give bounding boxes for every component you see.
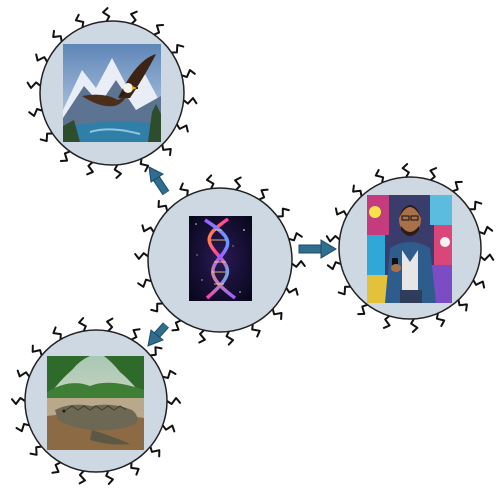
flagellum <box>225 330 235 346</box>
person-image <box>367 195 452 303</box>
flagellum <box>130 328 141 341</box>
flagellum <box>251 323 261 338</box>
flagellum <box>234 176 242 191</box>
flagellum <box>86 161 94 176</box>
flagellum <box>149 445 161 458</box>
arrow-dna-to-eagle <box>148 166 170 196</box>
flagellum <box>134 252 150 260</box>
crocodile-image <box>47 356 144 450</box>
flagellum <box>401 163 410 179</box>
flagellum <box>26 81 42 89</box>
flagellum <box>410 317 419 333</box>
flagellum <box>78 317 87 333</box>
flagellum <box>290 260 306 268</box>
flagellum <box>149 346 163 357</box>
flagellum <box>478 225 494 235</box>
flagellum <box>352 184 363 198</box>
flagellum <box>15 423 31 433</box>
flagellum <box>276 207 290 218</box>
flagellum <box>139 157 150 173</box>
flagellum <box>102 7 111 23</box>
flagellum <box>170 43 185 54</box>
flagellum <box>150 302 164 313</box>
flagellum <box>285 287 299 296</box>
flagella-layer <box>11 7 495 485</box>
flagellum <box>287 232 303 242</box>
arrow-dna-to-person <box>298 239 337 259</box>
flagellum <box>357 303 369 316</box>
flagellum <box>106 317 114 333</box>
flagellum <box>337 285 352 296</box>
flagellum <box>161 424 176 433</box>
flagellum <box>325 235 341 243</box>
flagellum <box>141 224 155 233</box>
eagle-image <box>63 44 161 142</box>
flagellum <box>31 344 43 357</box>
flagellum <box>52 29 63 43</box>
flagellum <box>435 312 446 327</box>
flagellum <box>374 169 385 184</box>
flagellum <box>382 314 391 329</box>
flagellum <box>451 180 463 193</box>
flagellum <box>166 397 181 405</box>
flagellum <box>52 326 62 341</box>
flagellum <box>429 167 438 182</box>
flagellum <box>113 163 122 179</box>
flagellum <box>468 200 483 211</box>
flagellum <box>78 469 86 485</box>
flagellum <box>137 278 153 288</box>
flagellum <box>205 174 215 190</box>
flagellum <box>479 253 495 261</box>
flagellum <box>161 143 172 157</box>
arrow-dna-to-crocodile <box>147 322 169 347</box>
flagellum <box>457 298 468 312</box>
flagellum <box>74 13 85 29</box>
flagellum <box>28 108 44 117</box>
flagellum <box>130 10 138 25</box>
flagellum <box>171 319 182 332</box>
flagellum <box>157 199 169 212</box>
flagellum <box>130 461 140 476</box>
flagellum <box>39 132 54 143</box>
cell-eagle <box>39 20 185 166</box>
dna-image <box>189 216 252 301</box>
flagellum <box>153 24 165 36</box>
flagellum <box>175 123 189 133</box>
flagellum <box>29 445 43 456</box>
cell-dna <box>147 187 293 333</box>
cell-crocodile <box>24 329 168 473</box>
flagellum <box>35 53 49 63</box>
flagellum <box>180 69 196 78</box>
flagellum <box>161 369 177 379</box>
flagellum <box>182 97 198 105</box>
flagellum <box>271 308 283 321</box>
flagellum <box>51 461 62 474</box>
flagellum <box>334 207 348 217</box>
flagellum <box>198 329 206 344</box>
flagellum <box>472 279 486 289</box>
flagellum <box>179 182 189 197</box>
cell-person <box>338 176 482 320</box>
flagellum <box>59 150 71 162</box>
flagellum <box>326 261 342 271</box>
flagellum <box>258 188 269 201</box>
flagellum <box>105 469 114 485</box>
flagellum <box>16 369 31 378</box>
flagellum <box>11 397 26 405</box>
